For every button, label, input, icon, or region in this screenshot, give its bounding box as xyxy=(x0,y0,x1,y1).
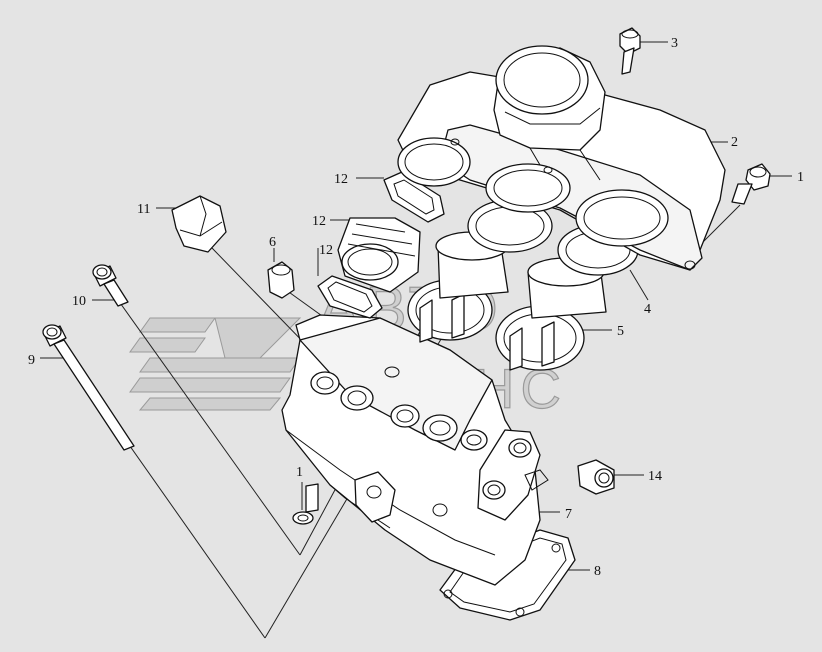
callout-1-upper: 1 xyxy=(797,170,804,185)
part-bolt-1-upper xyxy=(731,163,771,205)
part-sleeve-13 xyxy=(337,217,421,293)
callout-7: 7 xyxy=(565,507,572,522)
part-bolt-3 xyxy=(619,27,641,75)
callout-8: 8 xyxy=(594,564,601,579)
callout-3: 3 xyxy=(671,36,678,51)
part-seal-12-lower xyxy=(317,275,383,319)
callout-12-lower: 12 xyxy=(319,243,333,258)
part-plug-14 xyxy=(577,459,615,495)
callout-13: 12 xyxy=(312,214,326,229)
callout-1-lower: 1 xyxy=(296,465,303,480)
callout-9: 9 xyxy=(28,353,35,368)
callout-12-upper: 12 xyxy=(334,172,348,187)
callout-14: 14 xyxy=(648,469,662,484)
watermark-stripes-icon xyxy=(129,317,302,411)
part-long-bolt-9 xyxy=(42,324,135,451)
callout-4: 4 xyxy=(644,302,651,317)
callout-5: 5 xyxy=(617,324,624,339)
callout-11: 11 xyxy=(137,202,150,217)
part-bolt-1-lower xyxy=(292,483,319,525)
callout-10: 10 xyxy=(72,294,86,309)
part-bolt-10 xyxy=(92,264,129,307)
callout-labels: 3 2 1 12 11 12 6 12 10 4 5 9 1 14 7 8 xyxy=(28,36,804,579)
part-small-plug-6 xyxy=(267,261,295,299)
part-cylinders xyxy=(435,231,607,319)
part-cap-11 xyxy=(171,195,227,253)
part-upper-housing-2 xyxy=(397,45,726,271)
callout-2: 2 xyxy=(731,135,738,150)
callout-6: 6 xyxy=(269,235,276,250)
part-lower-housing-7 xyxy=(281,314,549,586)
